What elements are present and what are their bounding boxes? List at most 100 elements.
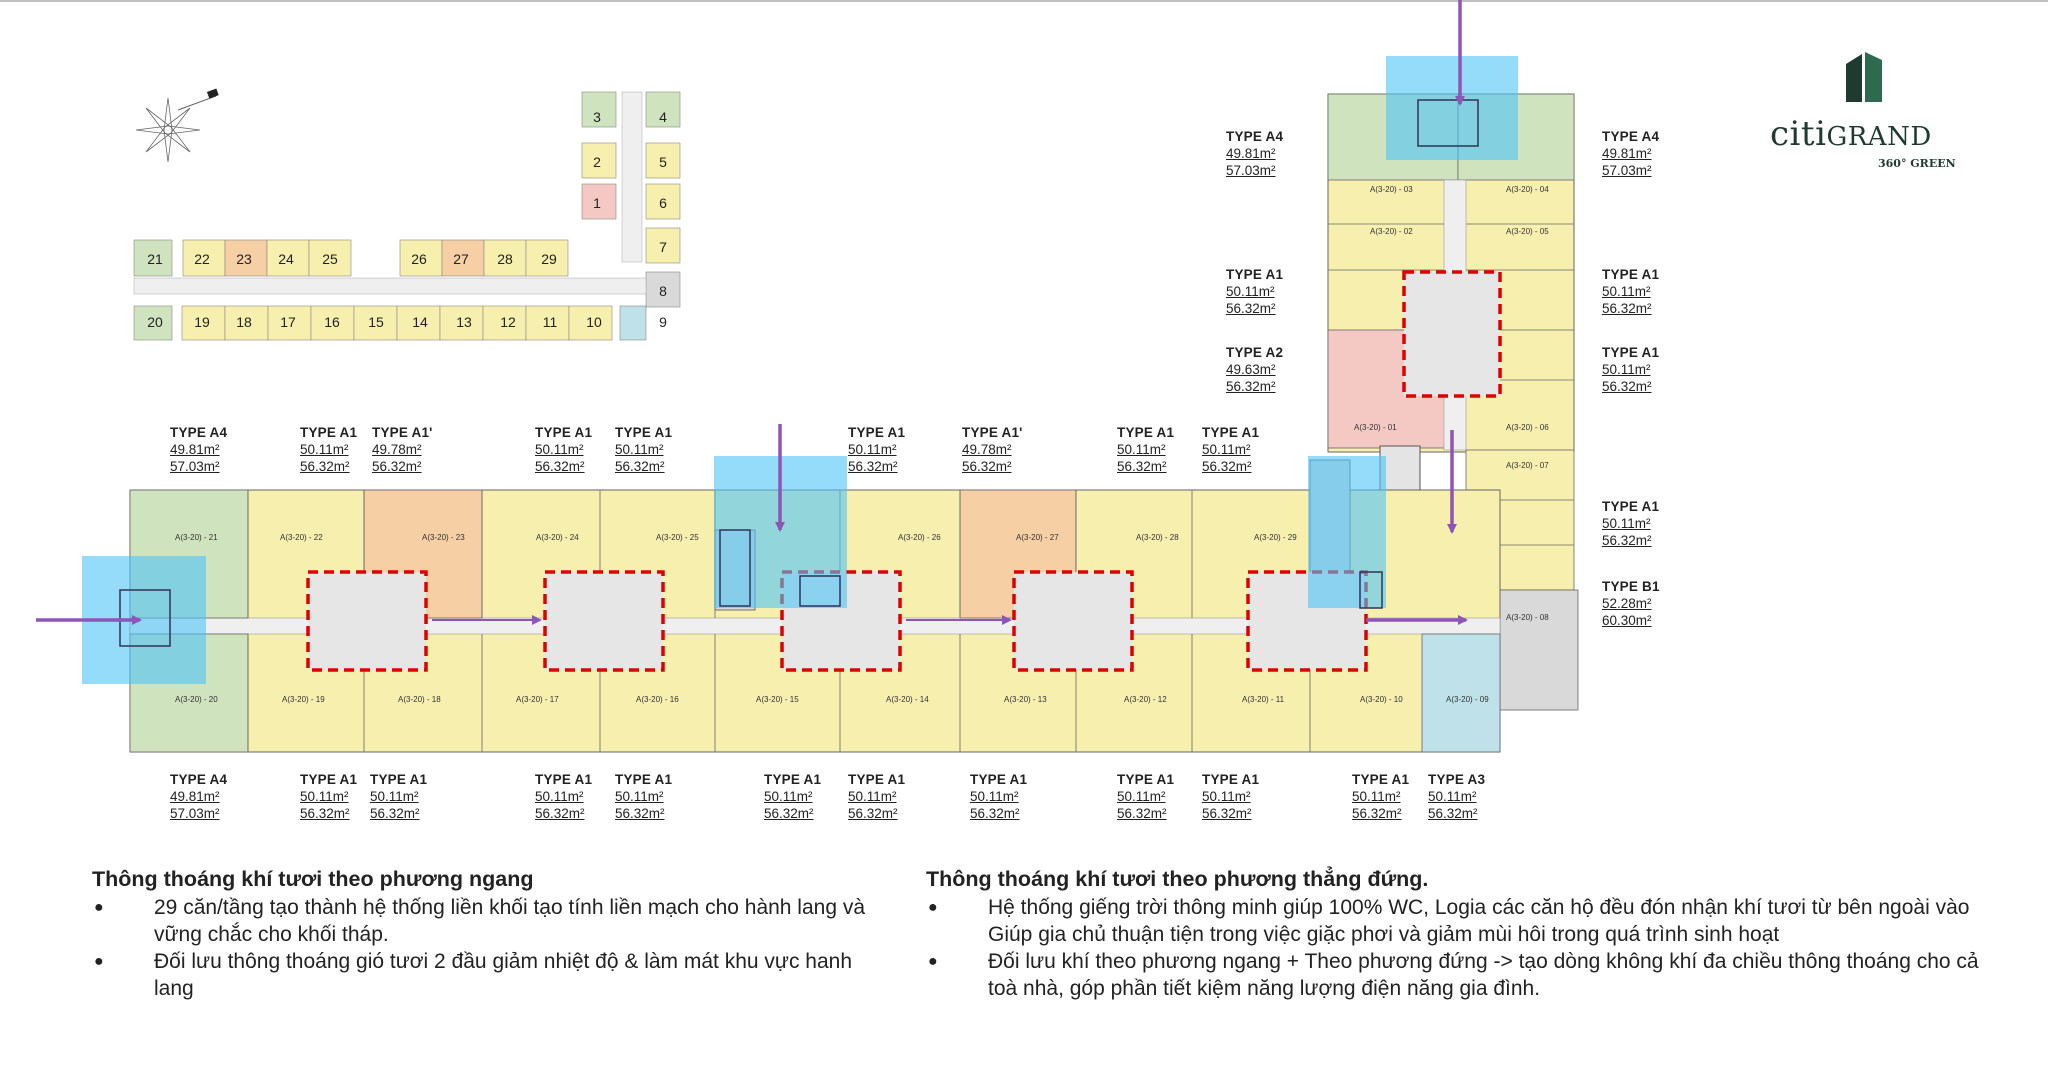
unit-area-gross: 57.03m² [1226,163,1276,178]
unit-type: TYPE A1 [1602,345,1660,360]
key-plan-unit-number: 4 [659,109,667,125]
unit-type: TYPE A1 [1352,772,1410,787]
unit-id-label: A(3-20) - 20 [175,695,218,704]
unit-area-gross: 56.32m² [848,459,898,474]
unit-type: TYPE A1 [1202,772,1260,787]
unit-area-net: 50.11m² [1602,516,1651,531]
bullet-item: Đối lưu thông thoáng gió tươi 2 đầu giảm… [92,948,872,1002]
unit-area-gross: 56.32m² [535,459,585,474]
key-plan-unit-number: 11 [543,314,558,330]
unit-id-label: A(3-20) - 29 [1254,533,1297,542]
unit-id-label: A(3-20) - 28 [1136,533,1179,542]
unit-area-gross: 56.32m² [962,459,1012,474]
key-plan-unit-number: 25 [322,251,338,267]
unit-type: TYPE A1 [1202,425,1260,440]
key-plan-unit-number: 9 [659,314,667,330]
unit-area-gross: 56.32m² [372,459,422,474]
unit-area-net: 50.11m² [1117,442,1166,457]
unit-area-gross: 56.32m² [1117,459,1167,474]
unit-area-gross: 56.32m² [1202,459,1252,474]
key-plan-unit-number: 10 [586,314,602,330]
key-plan-unit-number: 19 [194,314,210,330]
unit-area-net: 50.11m² [615,442,664,457]
unit-id-label: A(3-20) - 17 [516,695,559,704]
unit-type: TYPE A4 [170,772,228,787]
key-plan-unit-number: 27 [453,251,469,267]
unit-type: TYPE A1' [962,425,1023,440]
key-plan-unit-number: 2 [593,154,601,170]
key-plan-unit-number: 5 [659,154,667,170]
logo-wordmark: citiGRAND [1770,114,1932,154]
unit-id-label: A(3-20) - 26 [898,533,941,542]
unit-type: TYPE A1 [1602,499,1660,514]
unit-id-label: A(3-20) - 10 [1360,695,1403,704]
unit-area-net: 50.11m² [1602,284,1651,299]
unit-area-gross: 56.32m² [1117,806,1167,821]
unit-area-net: 50.11m² [1202,442,1251,457]
unit-area-gross: 56.32m² [300,806,350,821]
unit-area-net: 50.11m² [1602,362,1651,377]
unit-area-gross: 56.32m² [615,459,665,474]
unit-type-label: TYPE A1 50.11m² 56.32m² [615,424,672,475]
unit-area-net: 49.81m² [1602,146,1652,161]
unit-area-net: 50.11m² [764,789,813,804]
section-title: Thông thoáng khí tươi theo phương thẳng … [926,867,1429,891]
unit-type: TYPE A1 [615,772,673,787]
key-plan-unit-number: 28 [497,251,513,267]
unit-area-gross: 56.32m² [1602,379,1652,394]
unit-type: TYPE A1 [535,425,593,440]
unit-id-label: A(3-20) - 21 [175,533,218,542]
unit-id-label: A(3-20) - 07 [1506,461,1549,470]
logo-tagline: 360° GREEN [1878,157,1956,170]
horizontal-ventilation-section: Thông thoáng khí tươi theo phương ngang … [92,866,872,1002]
unit-type: TYPE A1 [1602,267,1660,282]
unit-area-gross: 56.32m² [1352,806,1402,821]
key-plan-unit-number: 6 [659,195,667,211]
unit-id-label: A(3-20) - 14 [886,695,929,704]
unit-id-label: A(3-20) - 27 [1016,533,1059,542]
key-plan-unit-number: 3 [593,109,601,125]
unit-area-net: 50.11m² [535,442,584,457]
unit-area-gross: 56.32m² [1602,533,1652,548]
vertical-ventilation-section: Thông thoáng khí tươi theo phương thẳng … [926,866,1986,1002]
unit-type: TYPE A2 [1226,345,1284,360]
unit-type-label: TYPE A1 50.11m² 56.32m² [535,424,592,475]
unit-type: TYPE B1 [1602,579,1660,594]
key-plan-unit-number: 29 [541,251,557,267]
unit-area-net: 49.78m² [962,442,1012,457]
unit-id-label: A(3-20) - 22 [280,533,323,542]
unit-area-net: 49.81m² [170,789,220,804]
key-plan-unit-number: 23 [236,251,252,267]
citigrand-logo: citiGRAND 360° GREEN [1770,50,1970,170]
key-plan-unit-number: 8 [659,283,667,299]
key-plan-unit-number: 20 [147,314,163,330]
unit-id-label: A(3-20) - 01 [1354,423,1397,432]
unit-area-gross: 56.32m² [970,806,1020,821]
unit-id-label: A(3-20) - 25 [656,533,699,542]
unit-type: TYPE A1 [615,425,673,440]
unit-area-gross: 56.32m² [1226,301,1276,316]
unit-area-net: 50.11m² [300,442,349,457]
unit-area-gross: 56.32m² [370,806,420,821]
unit-area-net: 50.11m² [615,789,664,804]
unit-type: TYPE A1 [370,772,428,787]
unit-area-gross: 56.32m² [1202,806,1252,821]
unit-id-label: A(3-20) - 18 [398,695,441,704]
unit-area-net: 50.11m² [970,789,1019,804]
unit-type: TYPE A4 [1226,129,1284,144]
unit-id-label: A(3-20) - 24 [536,533,579,542]
